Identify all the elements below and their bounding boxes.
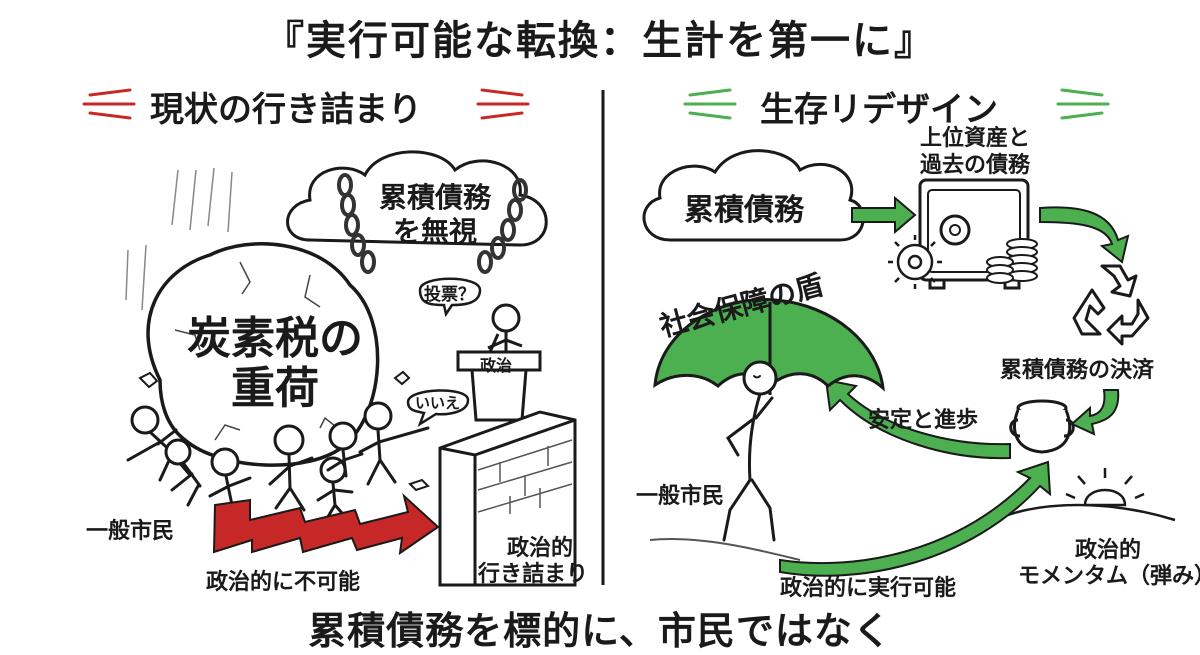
ignored-debt-text-1: 累積債務 [378,181,491,214]
coin-stack-icon [986,238,1038,284]
momentum-arrow [779,460,1052,577]
carbon-tax-boulder [146,242,380,467]
cloud-to-safe-arrow [851,195,917,235]
ignored-debt-text-2: を無視 [392,215,477,248]
boulder-text-2: 重荷 [231,363,319,414]
walking-citizen [722,360,778,542]
sun-icon [1065,468,1145,507]
momentum-label-1: 政治的 [1074,538,1141,563]
momentum-label-2: モメンタム（弾み） [1018,564,1200,589]
right-citizen-label: 一般市民 [636,484,725,509]
ignored-debt-cloud [286,150,548,247]
settlement-to-pot-arrow [1070,389,1120,436]
politician-podium [456,303,542,422]
left-citizens-label: 一般市民 [86,519,175,544]
pot-icon [1009,399,1075,454]
left-heading-marks-icon [82,88,530,120]
assets-label-2: 過去の債務 [919,153,1030,178]
footer-slogan: 累積債務を標的に、市民ではなく [308,609,892,653]
no-bubble-text: いいえ [415,394,461,412]
path-road [649,538,801,561]
straining-citizens [126,401,430,522]
vote-bubble-text: 投票？ [424,285,475,305]
feasible-label: 政治的に実行可能 [780,576,957,601]
hill [994,503,1176,522]
page-title: 『実行可能な転換：生計を第一に』 [264,18,936,64]
gear-icon [888,235,942,289]
motion-lines-icon [125,167,233,311]
safe-to-recycle-arrow [1039,206,1130,264]
right-heading-marks-icon [683,88,1110,120]
deadlock-label-1: 政治的 [506,536,573,561]
impossible-arrow [212,493,440,556]
deadlock-label-2: 行き詰まり [477,562,588,587]
brick-wall [438,410,577,587]
impossible-label: 政治的に不可能 [206,570,361,595]
right-heading: 生存リデザイン [760,90,998,130]
debt-cloud-text: 累積債務 [684,193,804,228]
assets-label-1: 上位資産と [919,126,1030,151]
chain-icon [337,173,528,274]
boulder-text-1: 炭素税の [187,313,363,364]
recycle-icon [1072,264,1150,346]
brick-lines-icon [477,439,573,514]
stability-arrow [824,378,1011,460]
pebbles-icon [138,370,430,492]
left-heading: 現状の行き詰まり [150,90,422,130]
stability-label: 安定と進歩 [868,408,979,433]
podium-label: 政治 [480,356,513,375]
debt-cloud [642,149,865,242]
settlement-label: 累積債務の決済 [1000,358,1155,383]
vote-bubble [418,277,482,318]
no-bubble [406,389,470,427]
